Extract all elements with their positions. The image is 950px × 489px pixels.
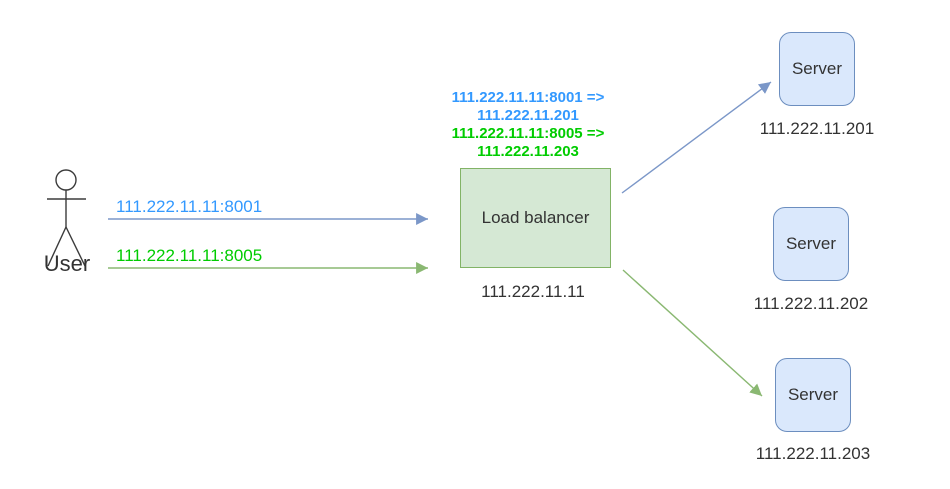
load-balancer-label: Load balancer xyxy=(481,208,590,227)
request-label-8001: 111.222.11.11:8001 xyxy=(116,197,263,216)
lb-to-server3-arrow xyxy=(622,269,763,397)
server1-ip: 111.222.11.201 xyxy=(759,119,875,138)
server2-ip: 111.222.11.202 xyxy=(753,294,869,313)
server3-ip: 111.222.11.203 xyxy=(755,444,871,463)
server3-label: Server xyxy=(787,385,839,404)
server3-node: Server xyxy=(775,358,851,432)
user-actor-icon xyxy=(47,169,86,267)
request-label-8005: 111.222.11.11:8005 xyxy=(116,246,263,265)
lb-to-server1-arrow xyxy=(621,81,772,194)
mapping-8001-to: 111.222.11.201 xyxy=(477,107,579,124)
load-balancer-ip: 111.222.11.11 xyxy=(481,282,585,301)
mapping-8005-to: 111.222.11.203 xyxy=(477,143,579,160)
user-label: User xyxy=(43,251,91,276)
load-balancer-node: Load balancer xyxy=(460,168,611,268)
server2-label: Server xyxy=(785,234,837,253)
lb-mapping-annotation: 111.222.11.11:8001 => 111.222.11.201 111… xyxy=(418,89,638,161)
server1-label: Server xyxy=(791,59,843,78)
mapping-8005-from: 111.222.11.11:8005 => xyxy=(451,125,605,142)
server1-node: Server xyxy=(779,32,855,106)
mapping-8001-from: 111.222.11.11:8001 => xyxy=(451,89,605,106)
server2-node: Server xyxy=(773,207,849,281)
